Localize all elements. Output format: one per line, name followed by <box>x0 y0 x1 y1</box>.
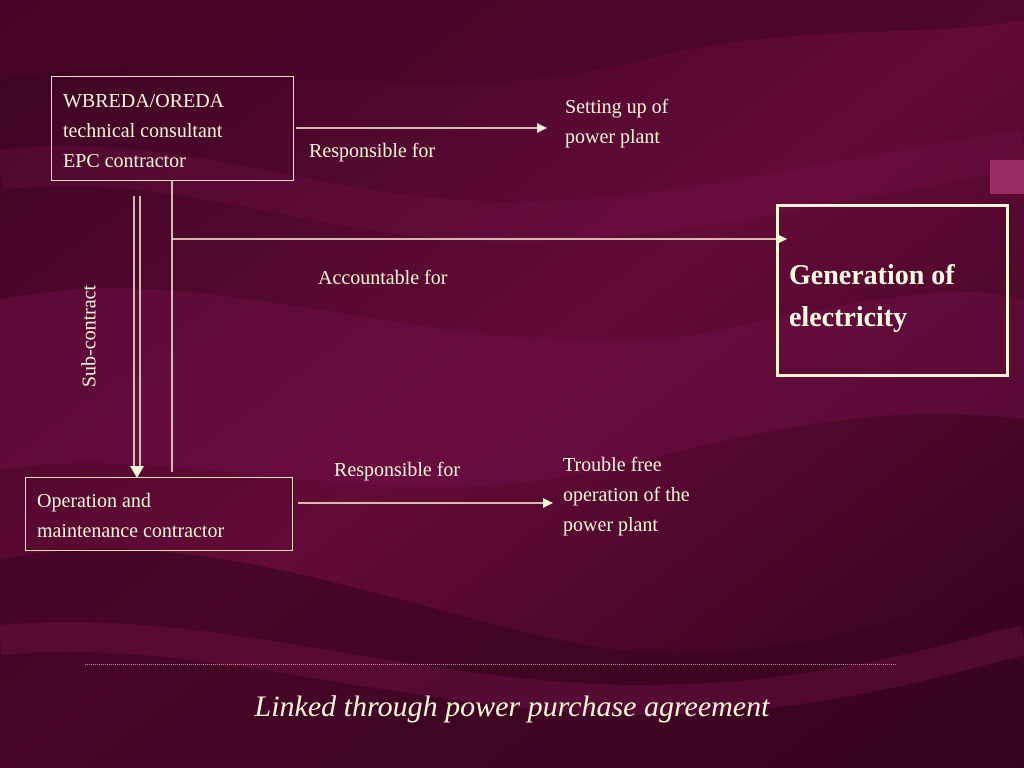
consultant-line-2: technical consultant <box>63 120 223 142</box>
accountable-for-label: Accountable for <box>318 267 448 289</box>
trouble-free-line-1: Trouble free <box>563 454 662 476</box>
setting-up-line-1: Setting up of <box>565 96 669 118</box>
sub-contract-label: Sub-contract <box>78 284 101 388</box>
om-line-2: maintenance contractor <box>37 520 225 542</box>
consultant-line-1: WBREDA/OREDA <box>63 90 225 112</box>
om-line-1: Operation and <box>37 490 151 512</box>
setting-up-label: Setting up of power plant <box>565 92 668 152</box>
consultant-box: WBREDA/OREDA technical consultant EPC co… <box>51 76 294 181</box>
trouble-free-line-3: power plant <box>563 514 658 536</box>
responsible-for-top-label: Responsible for <box>309 140 436 162</box>
trouble-free-label: Trouble free operation of the power plan… <box>563 450 690 540</box>
generation-line-2: electricity <box>789 302 908 333</box>
generation-line-1: Generation of <box>789 260 955 291</box>
setting-up-line-2: power plant <box>565 126 660 148</box>
om-contractor-box: Operation and maintenance contractor <box>25 477 293 551</box>
generation-box: Generation of electricity <box>776 204 1009 377</box>
footer-divider <box>85 664 896 665</box>
trouble-free-line-2: operation of the <box>563 484 690 506</box>
consultant-line-3: EPC contractor <box>63 150 186 172</box>
footer-caption: Linked through power purchase agreement <box>254 690 770 723</box>
responsible-for-bottom-label: Responsible for <box>334 459 461 481</box>
